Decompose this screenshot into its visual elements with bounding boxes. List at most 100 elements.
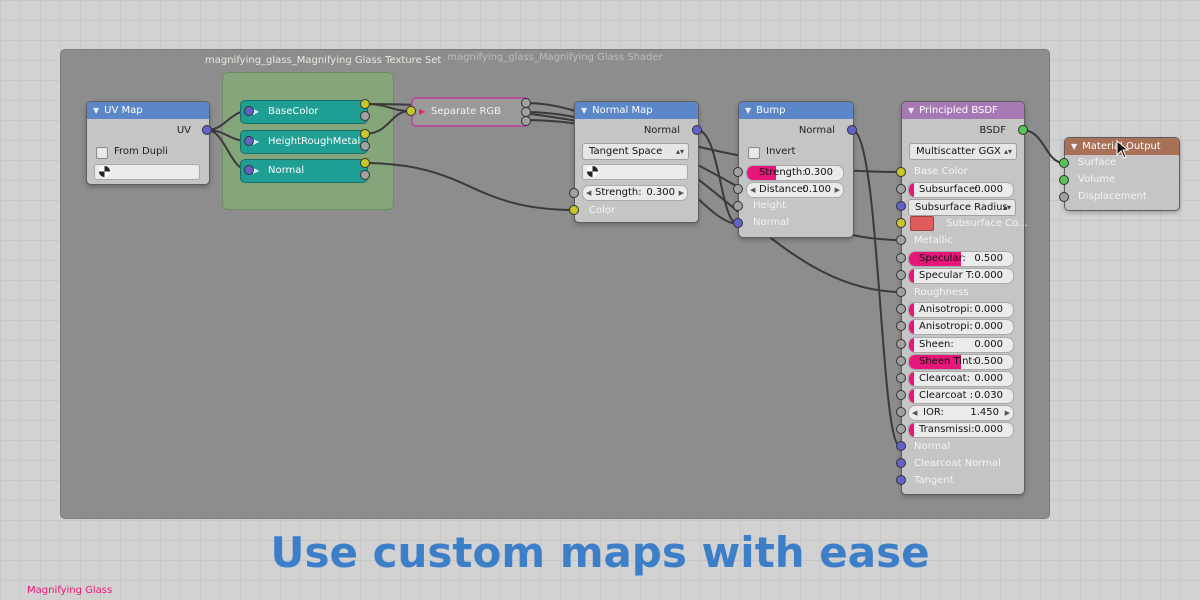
transmission-socket[interactable] (896, 424, 906, 434)
normal-map-header[interactable]: ▼Normal Map (575, 102, 698, 119)
heightroughmetal-input-socket[interactable] (244, 136, 254, 146)
subsurface-radius-socket[interactable] (896, 201, 906, 211)
volume-socket[interactable] (1059, 175, 1069, 185)
sheen-tint-field[interactable]: Sheen Tint: 0.500 (908, 354, 1014, 370)
specular-field[interactable]: Specular: 0.500 (908, 251, 1014, 267)
normal-map-strength-socket[interactable] (569, 188, 579, 198)
slider-fill (909, 269, 914, 283)
collapse-icon[interactable]: ▼ (93, 106, 100, 115)
space-dropdown[interactable]: Tangent Space▴▾ (582, 143, 689, 160)
clearcoat-roughness-socket[interactable] (896, 390, 906, 400)
subsurface-field[interactable]: Subsurface: 0.000 (908, 182, 1014, 198)
collapse-icon[interactable]: ▼ (908, 106, 915, 115)
bump-distance-field[interactable]: ◀ Distance: 0.100 ▶ (746, 182, 844, 198)
anisotropic-field[interactable]: Anisotropi: 0.000 (908, 302, 1014, 318)
sheen-tint-value: 0.500 (974, 356, 1003, 367)
decrement-icon[interactable]: ◀ (750, 186, 756, 194)
roughness-socket[interactable] (896, 287, 906, 297)
clearcoat-field[interactable]: Clearcoat: 0.000 (908, 371, 1014, 387)
clearcoat-normal-socket[interactable] (896, 458, 906, 468)
decrement-icon[interactable]: ◀ (586, 189, 592, 197)
metallic-socket[interactable] (896, 235, 906, 245)
bump-output-socket[interactable] (847, 125, 857, 135)
anisotropic-rotation-socket[interactable] (896, 321, 906, 331)
separate-b-socket[interactable] (521, 116, 531, 126)
principled-header[interactable]: ▼Principled BSDF (902, 102, 1024, 119)
uv-map-header[interactable]: ▼UV Map (87, 102, 209, 119)
normal-map-output-socket[interactable] (692, 125, 702, 135)
texture-node-basecolor[interactable]: ▶ BaseColor (240, 100, 368, 124)
normal-color-socket[interactable] (360, 158, 370, 168)
increment-icon[interactable]: ▶ (834, 186, 840, 194)
heightroughmetal-color-socket[interactable] (360, 129, 370, 139)
anisotropic-socket[interactable] (896, 304, 906, 314)
clearcoat-socket[interactable] (896, 373, 906, 383)
normal-map-node[interactable]: ▼Normal Map Normal Tangent Space▴▾ ◀ Str… (574, 101, 699, 223)
uv-output-socket[interactable] (202, 125, 212, 135)
texture-node-normal[interactable]: ▶ Normal (240, 159, 368, 183)
ior-socket[interactable] (896, 407, 906, 417)
specular-tint-field[interactable]: Specular T: 0.000 (908, 268, 1014, 284)
specular-tint-socket[interactable] (896, 270, 906, 280)
specular-socket[interactable] (896, 253, 906, 263)
slider-fill (909, 338, 914, 352)
uv-icon (587, 166, 598, 177)
bump-height-socket[interactable] (733, 201, 743, 211)
bump-distance-socket[interactable] (733, 184, 743, 194)
surface-label: Surface (1078, 157, 1117, 168)
tangent-label: Tangent (914, 475, 954, 486)
texture-node-heightroughmetal[interactable]: ▶ HeightRoughMetal (240, 130, 368, 154)
subsurface-method-dropdown[interactable]: Subsurface Radius▴▾ (908, 199, 1016, 216)
basecolor-alpha-socket[interactable] (360, 111, 370, 121)
sheen-tint-socket[interactable] (896, 356, 906, 366)
collapse-icon[interactable]: ▼ (745, 106, 752, 115)
bump-header[interactable]: ▼Bump (739, 102, 853, 119)
uv-map-selector[interactable] (582, 164, 688, 180)
uv-map-selector[interactable] (94, 164, 200, 180)
sheen-field[interactable]: Sheen: 0.000 (908, 337, 1014, 353)
normal-alpha-socket[interactable] (360, 170, 370, 180)
basecolor-color-socket[interactable] (360, 99, 370, 109)
subsurface-color-socket[interactable] (896, 218, 906, 228)
bsdf-output-socket[interactable] (1018, 125, 1028, 135)
bump-strength-field[interactable]: Strength: 0.300 (746, 165, 844, 181)
decrement-icon[interactable]: ◀ (912, 409, 918, 417)
distribution-dropdown[interactable]: Multiscatter GGX▴▾ (909, 143, 1017, 160)
normal-socket[interactable] (896, 441, 906, 451)
bump-strength-socket[interactable] (733, 167, 743, 177)
principled-bsdf-node[interactable]: ▼Principled BSDF BSDF Multiscatter GGX▴▾… (901, 101, 1028, 495)
subsurface-color-swatch[interactable] (910, 216, 934, 231)
sheen-value: 0.000 (974, 339, 1003, 350)
surface-socket[interactable] (1059, 158, 1069, 168)
sheen-socket[interactable] (896, 339, 906, 349)
heightroughmetal-alpha-socket[interactable] (360, 141, 370, 151)
normal-strength-field[interactable]: ◀ Strength: 0.300 ▶ (582, 185, 688, 201)
bump-normal-socket[interactable] (733, 218, 743, 228)
tangent-socket[interactable] (896, 475, 906, 485)
volume-label: Volume (1078, 174, 1116, 185)
bump-node[interactable]: ▼Bump Normal Invert Strength: 0.300 ◀ Di… (738, 101, 854, 238)
anisotropic-rotation-field[interactable]: Anisotropi: 0.000 (908, 319, 1014, 335)
tagline: Use custom maps with ease (270, 528, 930, 577)
basecolor-input-socket[interactable] (244, 106, 254, 116)
collapse-icon[interactable]: ▼ (581, 106, 588, 115)
ior-field[interactable]: ◀ IOR: 1.450 ▶ (908, 405, 1014, 421)
separate-input-socket[interactable] (406, 106, 416, 116)
displacement-socket[interactable] (1059, 192, 1069, 202)
subsurface-socket[interactable] (896, 184, 906, 194)
from-dupli-checkbox[interactable] (96, 147, 108, 159)
sheen-tint-fill (909, 355, 961, 369)
invert-checkbox[interactable] (748, 147, 760, 159)
clearcoat-roughness-field[interactable]: Clearcoat : 0.030 (908, 388, 1014, 404)
increment-icon[interactable]: ▶ (1004, 409, 1010, 417)
uv-map-node[interactable]: ▼UV Map UV From Dupli (86, 101, 210, 185)
anisotropic-rotation-value: 0.000 (974, 321, 1003, 332)
separate-rgb-node[interactable]: ▶ Separate RGB (411, 97, 530, 127)
increment-icon[interactable]: ▶ (678, 189, 684, 197)
transmission-field[interactable]: Transmissi: 0.000 (908, 422, 1014, 438)
base-color-socket[interactable] (896, 167, 906, 177)
normal-map-color-socket[interactable] (569, 205, 579, 215)
collapse-icon[interactable]: ▼ (1071, 142, 1078, 151)
texture-label: HeightRoughMetal (268, 136, 361, 147)
normal-input-socket[interactable] (244, 165, 254, 175)
